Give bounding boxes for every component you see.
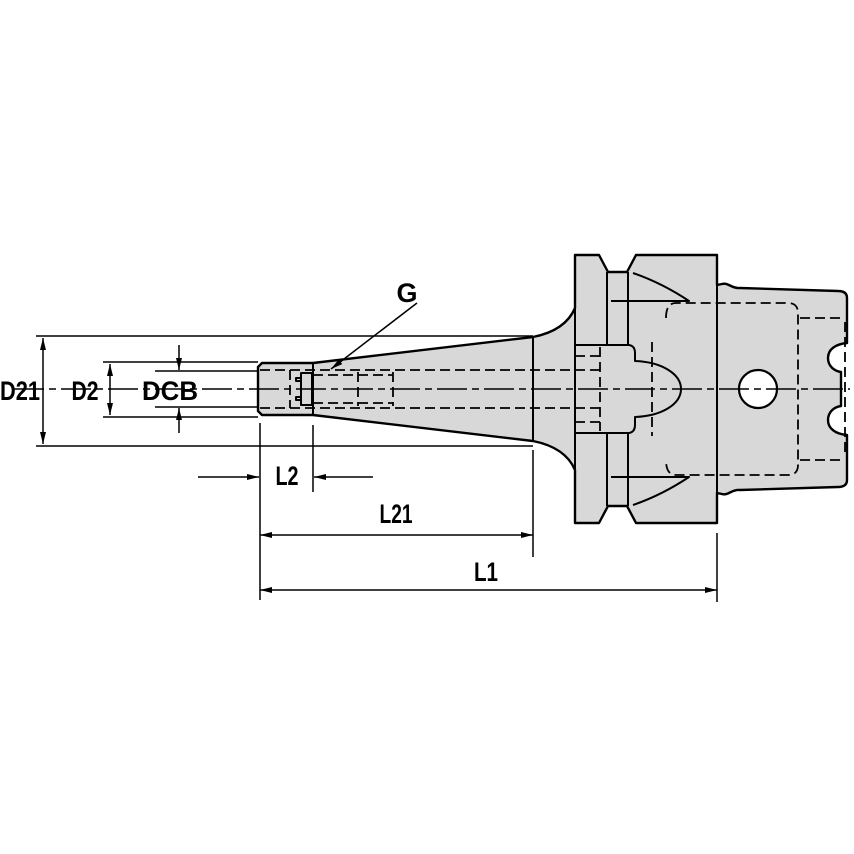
internal-edges	[295, 255, 718, 523]
label-d21: D21	[0, 376, 40, 406]
dimension-l1	[260, 533, 718, 602]
label-d2: D2	[72, 376, 99, 406]
label-l21: L21	[380, 499, 413, 529]
dimension-d21	[36, 335, 533, 447]
hidden-lines	[260, 302, 846, 476]
dimension-l21	[260, 450, 534, 557]
label-g: G	[396, 278, 417, 308]
dimension-l2	[198, 423, 373, 600]
leader-g	[330, 302, 418, 370]
drive-slot-bottom	[611, 476, 690, 506]
label-dcb: DCB	[142, 376, 198, 406]
label-l2: L2	[276, 461, 299, 491]
shank-bore	[665, 302, 799, 476]
label-l1: L1	[474, 557, 498, 587]
drive-slot-top	[611, 272, 690, 302]
dimension-dcb	[155, 345, 258, 433]
